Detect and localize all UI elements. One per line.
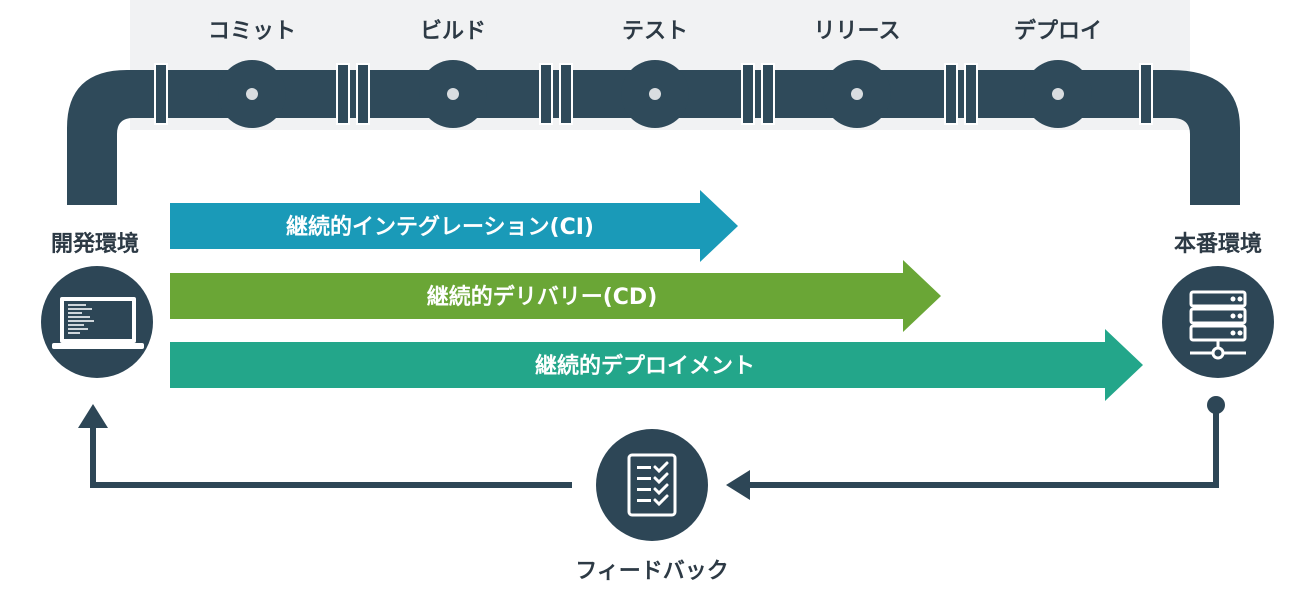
deployment-arrow-shape: [170, 329, 1143, 401]
pipe-coupling: [1139, 63, 1153, 125]
ci-arrow-label: 継続的インテグレーション(CI): [286, 214, 594, 240]
stage-label-test: テスト: [622, 19, 688, 44]
stage-label-release: リリース: [814, 19, 901, 44]
prod-environment-label: 本番環境: [1174, 231, 1262, 257]
pipe-coupling: [539, 63, 553, 125]
pipe-coupling: [559, 63, 573, 125]
stage-label-deploy: デプロイ: [1014, 18, 1102, 44]
stage-label-build: ビルド: [420, 19, 486, 44]
stage-node: [823, 60, 891, 128]
ci-arrow-shape: [170, 190, 738, 262]
server-icon: [1162, 266, 1274, 378]
feedback-line-right: [745, 405, 1219, 488]
pipe-coupling: [964, 63, 978, 125]
pipeline: [67, 60, 1240, 205]
checklist-icon: [596, 429, 708, 541]
laptop-icon: [41, 266, 153, 378]
deployment-arrow: 継続的デプロイメント: [170, 329, 1143, 401]
dev-environment-label: 開発環境: [51, 231, 139, 257]
pipe-coupling: [154, 63, 168, 125]
cd-arrow-label: 継続的デリバリー(CD): [427, 284, 658, 310]
feedback-arrowhead-up: [78, 404, 108, 428]
stage-node: [1024, 60, 1092, 128]
ci-arrow: 継続的インテグレーション(CI): [170, 190, 738, 262]
pipe-couplings: [154, 63, 1153, 125]
pipe-coupling: [336, 63, 350, 125]
pipe-coupling: [356, 63, 370, 125]
pipe-coupling: [944, 63, 958, 125]
pipe-coupling: [761, 63, 775, 125]
feedback-loop: [78, 396, 1225, 500]
feedback-arrowhead-left: [726, 470, 750, 500]
deployment-arrow-label: 継続的デプロイメント: [535, 353, 755, 379]
feedback-line-left: [90, 425, 572, 488]
feedback-label: フィードバック: [575, 559, 729, 584]
stage-label-commit: コミット: [208, 19, 296, 44]
stage-node: [218, 60, 286, 128]
cd-arrow: 継続的デリバリー(CD): [170, 260, 941, 332]
cd-arrow-shape: [170, 260, 941, 332]
pipe-coupling: [741, 63, 755, 125]
stage-node: [419, 60, 487, 128]
stage-node: [621, 60, 689, 128]
